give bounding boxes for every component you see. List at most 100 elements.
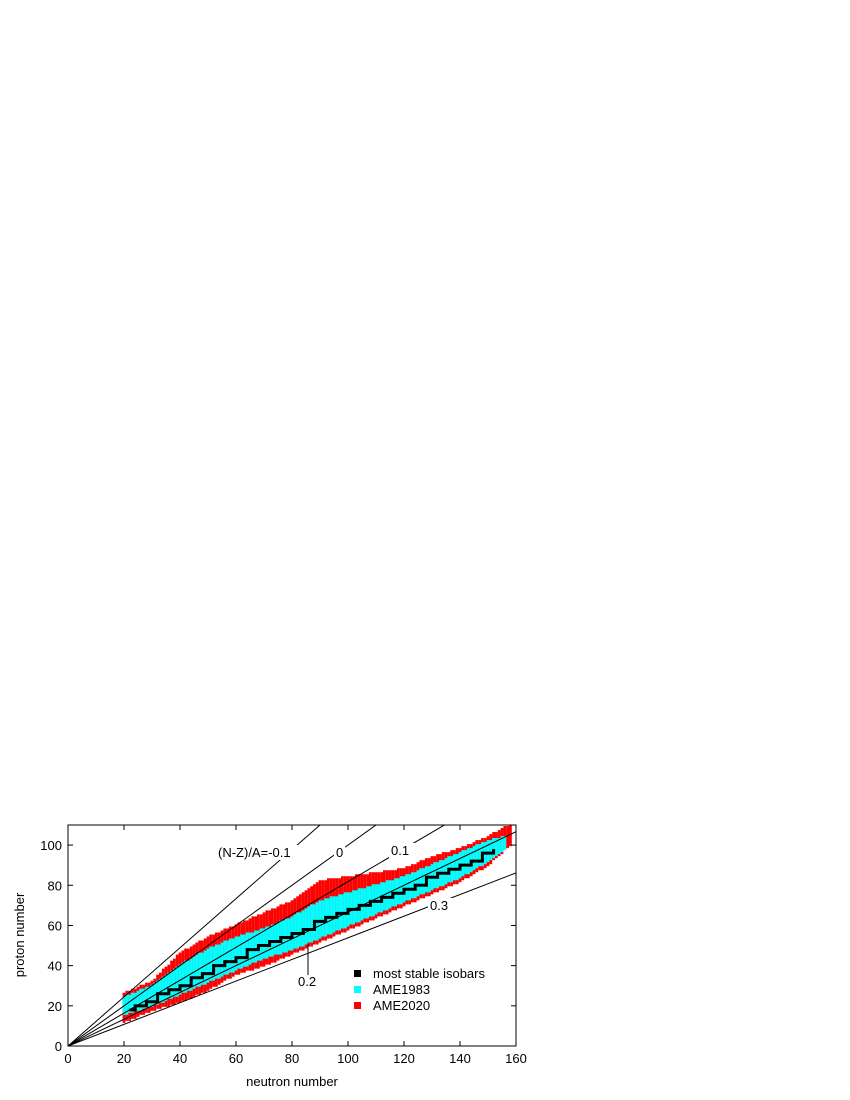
x-tick-label: 140 [449,1051,471,1066]
ame1983-column [198,952,201,987]
ame1983-column [341,894,344,929]
ame1983-column [307,906,311,943]
x-tick-label: 40 [173,1051,187,1066]
ame2020-column [506,826,509,849]
ame1983-column [352,890,355,925]
ame1983-column [237,936,241,969]
ame1983-column [388,880,392,909]
x-tick-label: 20 [117,1051,131,1066]
ame1983-column [150,984,154,1007]
ame1983-column [478,844,481,867]
ame1983-column [503,836,507,851]
ame1983-column [262,928,266,959]
ame1983-column [133,992,137,1011]
ame1983-column [329,896,333,935]
x-tick-label: 0 [64,1051,71,1066]
ame1983-column [251,932,255,963]
ame1983-column [276,922,280,955]
ame1983-column [147,986,151,1007]
asymmetry-label-bg [389,843,415,858]
y-axis-title: proton number [12,892,27,977]
legend-label-ame1983: AME1983 [373,982,430,997]
ame1983-column [231,938,235,973]
ame1983-column [145,986,148,1009]
ame1983-column [139,988,143,1011]
ame1983-column [189,958,193,991]
ame1983-column [128,994,131,1013]
ame1983-column [153,982,157,1005]
y-tick-label: 100 [40,838,62,853]
x-tick-label: 160 [505,1051,527,1066]
y-tick-label: 0 [55,1039,62,1054]
legend-swatch-ame2020 [354,1002,361,1009]
y-tick-label: 80 [48,878,62,893]
ame1983-column [492,838,495,859]
x-tick-label: 100 [337,1051,359,1066]
ame1983-column [226,940,229,975]
ame1983-column [181,962,185,993]
ame1983-column [453,854,456,881]
ame1983-column [212,946,215,981]
ame1983-column [343,892,347,929]
ame1983-column [240,934,243,969]
asymmetry-label: 0.3 [430,898,448,913]
asymmetry-label-bg [428,898,454,913]
ame1983-column [489,840,493,861]
ame1983-column [287,918,291,951]
legend-swatch-ame1983 [354,986,361,993]
asymmetry-line [68,825,321,1046]
ame1983-column [363,888,367,919]
ame1983-column [472,846,476,871]
legend: most stable isobars AME1983 AME2020 [354,966,485,1013]
legend-label-ame2020: AME2020 [373,998,430,1013]
y-tick-label: 40 [48,959,62,974]
ame1983-column [136,990,140,1011]
plot-area [68,825,516,1046]
ame1983-column [355,890,358,923]
ame1983-column [332,896,336,933]
ame1983-column [304,908,308,945]
x-tick-label: 80 [285,1051,299,1066]
ame1983-column [500,836,504,853]
ame1983-column [411,872,414,899]
ame1983-column [385,880,389,911]
x-tick-label: 120 [393,1051,415,1066]
y-tick-label: 60 [48,918,62,933]
stable-isobars [129,849,496,1012]
ame1983-column [416,870,420,897]
ame1983-column [461,850,465,877]
ame1983-column [427,866,431,893]
ame1983-column [201,952,204,985]
ame1983-column [408,874,411,901]
legend-label-stable: most stable isobars [373,966,485,981]
ame1983-column [467,848,470,875]
ame1983-column [209,946,213,981]
ame1983-column [299,912,302,947]
ame1983-column [125,994,129,1015]
asymmetry-label-bg [296,974,322,989]
ame1983-column [206,948,210,983]
ame1983-column [203,950,207,985]
asymmetry-label-bg [216,845,307,860]
ame1983-column [273,924,277,955]
ame1983-column [243,934,246,967]
ame2020-column [509,825,512,847]
ame1983-column [229,938,232,973]
ame1983-column [142,988,145,1009]
ame1983-column [464,850,467,875]
ame1983-column [159,978,162,1003]
asymmetry-label: 0.1 [391,843,409,858]
ame1983-column [377,884,381,913]
asymmetry-lines [68,825,516,1046]
ame1983-column [234,936,238,971]
ame1983-column [486,840,490,863]
legend-swatch-stable [354,970,361,977]
ame1983-column [220,942,224,977]
stable-isobars-line [129,849,496,1012]
ame1983-column [495,838,498,857]
ame1983-column [293,914,297,949]
asymmetry-line [68,825,446,1046]
ame1983-column [254,930,257,963]
